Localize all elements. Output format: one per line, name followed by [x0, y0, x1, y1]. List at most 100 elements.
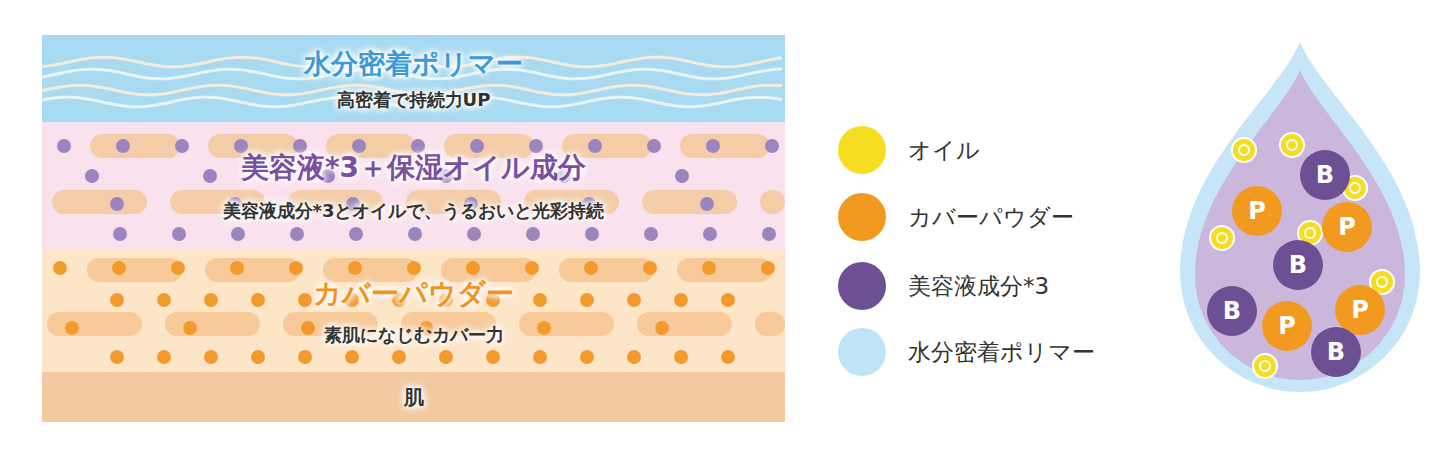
ingredient-ball: P: [1232, 186, 1282, 236]
blob: [205, 258, 300, 282]
dot: [588, 139, 602, 153]
layer-title: 美容液*3＋保湿オイル成分: [241, 149, 586, 187]
legend-swatch: [838, 328, 886, 376]
dot: [85, 169, 99, 183]
dot: [290, 227, 304, 241]
layer-desc: 美容液成分*3とオイルで、うるおいと光彩持続: [223, 199, 605, 223]
blob: [47, 312, 142, 336]
legend-label: カバーパウダー: [908, 202, 1074, 233]
ingredient-ball: P: [1262, 301, 1312, 351]
oil-particle: [1210, 226, 1234, 250]
dot: [580, 293, 594, 307]
dot: [157, 350, 171, 364]
oil-ring: [1377, 277, 1387, 287]
powder-band: カバーパウダー素肌になじむカバー力: [42, 250, 785, 372]
oil-ring: [1305, 228, 1315, 238]
dot: [627, 350, 641, 364]
dot: [345, 350, 359, 364]
blob: [677, 258, 772, 282]
dot: [204, 350, 218, 364]
ingredient-letter: B: [1316, 161, 1334, 189]
dot: [533, 350, 547, 364]
layer-title: カバーパウダー: [313, 275, 514, 313]
dot: [175, 139, 189, 153]
oil-ring: [1217, 233, 1227, 243]
ingredient-letter: P: [1248, 197, 1266, 225]
ingredient-letter: P: [1338, 213, 1356, 241]
ingredient-ball: B: [1300, 150, 1350, 200]
dot: [674, 350, 688, 364]
droplet-outer: [1180, 42, 1420, 392]
dot: [407, 261, 421, 275]
ingredient-ball: P: [1322, 202, 1372, 252]
dot: [65, 321, 79, 335]
serum-band: 美容液*3＋保湿オイル成分美容液成分*3とオイルで、うるおいと光彩持続: [42, 122, 785, 250]
skin-band: 肌: [42, 372, 785, 422]
dot: [348, 261, 362, 275]
blob: [637, 312, 732, 336]
oil-ring: [1350, 183, 1360, 193]
dot: [627, 293, 641, 307]
dot: [765, 139, 779, 153]
oil-particle: [1232, 138, 1256, 162]
dot: [721, 293, 735, 307]
blob: [680, 134, 770, 158]
layer-desc: 高密着で持続力UP: [337, 88, 491, 112]
dot: [230, 261, 244, 275]
legend-item: 美容液成分*3: [838, 262, 1049, 310]
legend-swatch: [838, 262, 886, 310]
dot: [700, 197, 714, 211]
serum-layer: [42, 122, 785, 250]
dot: [529, 139, 543, 153]
dot: [204, 293, 218, 307]
layer-title: 水分密着ポリマー: [304, 46, 523, 82]
dot: [533, 293, 547, 307]
dot: [298, 293, 312, 307]
ingredient-letter: P: [1351, 296, 1369, 324]
layer-desc: 素肌になじむカバー力: [324, 323, 504, 347]
blob: [642, 190, 737, 214]
dot: [392, 350, 406, 364]
dot: [172, 227, 186, 241]
layer-title: 肌: [404, 384, 424, 411]
legend-item: カバーパウダー: [838, 193, 1074, 241]
dot: [301, 321, 315, 335]
dot: [486, 350, 500, 364]
skin-layer: [42, 372, 785, 422]
ingredient-letter: B: [1289, 251, 1307, 279]
legend-label: 水分密着ポリマー: [908, 337, 1095, 368]
oil-ring: [1287, 140, 1297, 150]
legend-swatch: [838, 126, 886, 174]
ingredient-ball: B: [1207, 286, 1257, 336]
dot: [293, 139, 307, 153]
blob: [52, 190, 147, 214]
blob: [755, 312, 785, 336]
dot: [289, 261, 303, 275]
legend-item: オイル: [838, 126, 980, 174]
dot: [525, 261, 539, 275]
dot: [57, 139, 71, 153]
oil-particle: [1253, 354, 1277, 378]
dot: [234, 139, 248, 153]
dot: [675, 169, 689, 183]
legend-swatch: [838, 193, 886, 241]
ingredient-letter: B: [1223, 297, 1241, 325]
dot: [644, 227, 658, 241]
ingredient-ball: B: [1311, 327, 1361, 377]
blob: [760, 190, 785, 214]
dot: [674, 293, 688, 307]
dot: [110, 350, 124, 364]
polymer-band: 水分密着ポリマー高密着で持続力UP: [42, 35, 785, 122]
dot: [251, 293, 265, 307]
dot: [116, 139, 130, 153]
dot: [113, 227, 127, 241]
dot: [584, 261, 598, 275]
dot: [706, 139, 720, 153]
ingredient-ball: B: [1273, 240, 1323, 290]
dot: [585, 227, 599, 241]
dot: [526, 227, 540, 241]
dot: [352, 139, 366, 153]
dot: [171, 261, 185, 275]
legend-label: オイル: [908, 135, 980, 166]
